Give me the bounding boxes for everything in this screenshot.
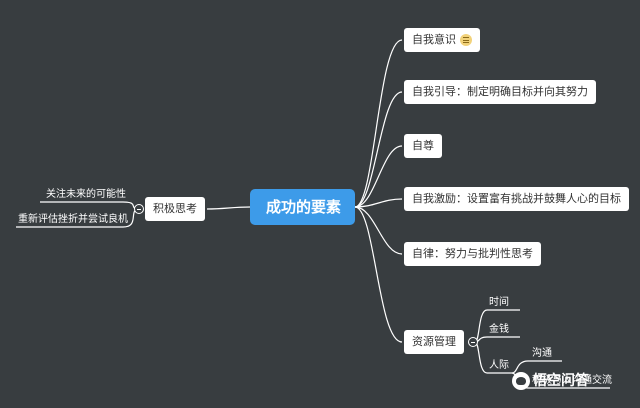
subtopic-money[interactable]: 金钱: [489, 324, 509, 335]
branch-label: 自我激励：设置富有挑战并鼓舞人心的目标: [412, 192, 621, 205]
connector-future-possibilities: [40, 201, 140, 210]
branch-label: 自尊: [412, 139, 434, 152]
subtopic-communicate-actively[interactable]: 积极与人沟通交流: [532, 375, 612, 386]
subtopic-people[interactable]: 人际: [489, 360, 509, 371]
connector-resource-management: [354, 206, 403, 343]
branch-self-guidance[interactable]: 自我引导：制定明确目标并向其努力: [404, 80, 596, 104]
branch-self-awareness[interactable]: 自我意识: [404, 28, 480, 52]
branch-self-motivation[interactable]: 自我激励：设置富有挑战并鼓舞人心的目标: [404, 187, 629, 211]
collapse-toggle-resource-management[interactable]: [468, 337, 478, 347]
branch-label: 自我意识: [412, 33, 456, 46]
branch-label: 自我引导：制定明确目标并向其努力: [412, 85, 588, 98]
branch-positive-thinking[interactable]: 积极思考: [145, 197, 205, 221]
branch-resource-management[interactable]: 资源管理: [404, 330, 464, 354]
subtopic-time[interactable]: 时间: [489, 297, 509, 308]
connector-self-discipline: [354, 206, 403, 255]
connector-self-motivation: [354, 198, 403, 208]
branch-self-esteem[interactable]: 自尊: [404, 134, 442, 158]
connector-money: [474, 336, 520, 343]
connector-positive-thinking: [206, 206, 251, 210]
watermark: 悟空问答: [512, 370, 589, 390]
branch-label: 资源管理: [412, 335, 456, 348]
central-topic[interactable]: 成功的要素: [250, 189, 355, 225]
connector-self-guidance: [354, 91, 403, 208]
connector-communication: [511, 360, 562, 374]
branch-label: 积极思考: [153, 202, 197, 215]
subtopic-reassess-setbacks[interactable]: 重新评估挫折并尝试良机: [18, 214, 128, 225]
branch-self-discipline[interactable]: 自律：努力与批判性思考: [404, 242, 541, 266]
connector-self-esteem: [354, 145, 403, 208]
branch-label: 自律：努力与批判性思考: [412, 247, 533, 260]
central-topic-label: 成功的要素: [266, 198, 342, 216]
wukong-logo-icon: [512, 372, 530, 390]
watermark-text: 悟空问答: [533, 373, 589, 389]
subtopic-future-possibilities[interactable]: 关注未来的可能性: [46, 189, 126, 200]
subtopic-communication[interactable]: 沟通: [532, 348, 552, 359]
connector-self-awareness: [354, 39, 403, 208]
note-icon[interactable]: [460, 34, 472, 46]
collapse-toggle-positive-thinking[interactable]: [134, 204, 144, 214]
